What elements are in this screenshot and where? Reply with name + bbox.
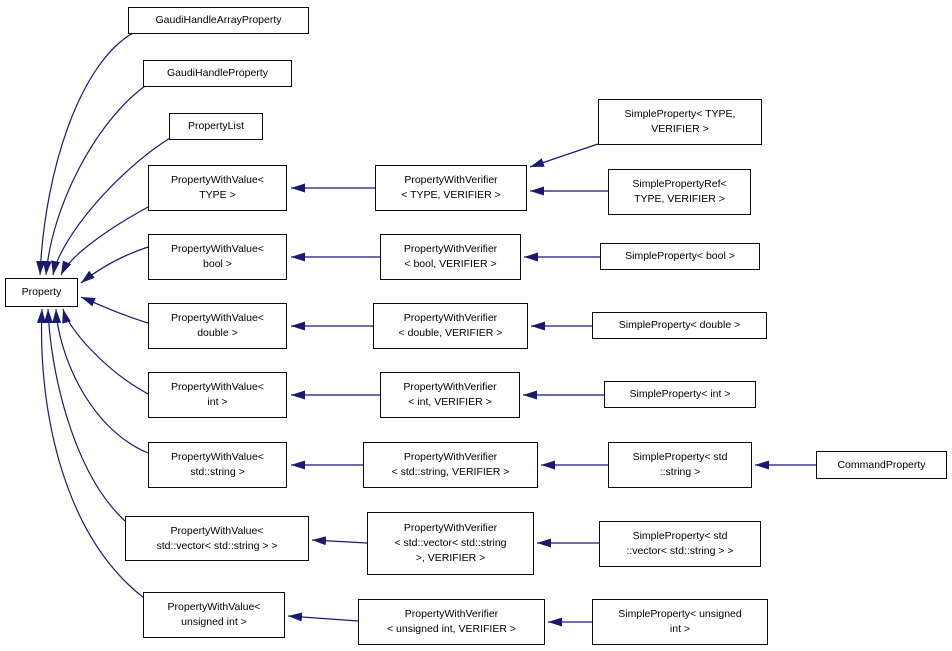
node-property-with-value-unsigned-int[interactable]: PropertyWithValue< unsigned int > (143, 592, 285, 638)
node-property-with-verifier-int[interactable]: PropertyWithVerifier < int, VERIFIER > (380, 372, 520, 418)
node-simple-property-ref-type-verifier[interactable]: SimplePropertyRef< TYPE, VERIFIER > (608, 169, 751, 215)
edge-pwvf-unsignedint-to-pwv-unsignedint (287, 612, 359, 622)
node-simple-property-double[interactable]: SimpleProperty< double > (592, 312, 767, 339)
edge-pwv-vector-to-property (43, 308, 126, 522)
edge-pwv-double-to-property (80, 296, 149, 324)
node-property-with-verifier-unsigned-int[interactable]: PropertyWithVerifier < unsigned int, VER… (358, 599, 545, 645)
node-property-with-verifier-type[interactable]: PropertyWithVerifier < TYPE, VERIFIER > (375, 165, 527, 211)
node-command-property[interactable]: CommandProperty (816, 451, 947, 479)
node-property-with-verifier-double[interactable]: PropertyWithVerifier < double, VERIFIER … (373, 303, 528, 349)
node-property-with-verifier-bool[interactable]: PropertyWithVerifier < bool, VERIFIER > (380, 234, 521, 280)
node-simple-property-type-verifier[interactable]: SimpleProperty< TYPE, VERIFIER > (598, 99, 762, 145)
node-gaudi-handle-array-property[interactable]: GaudiHandleArrayProperty (128, 7, 309, 34)
node-property-with-verifier-string[interactable]: PropertyWithVerifier < std::string, VERI… (363, 442, 538, 488)
node-property-with-value-vector-string[interactable]: PropertyWithValue< std::vector< std::str… (125, 516, 309, 561)
node-property-with-value-bool[interactable]: PropertyWithValue< bool > (148, 234, 287, 280)
node-property-list[interactable]: PropertyList (169, 113, 263, 140)
node-property[interactable]: Property (5, 278, 78, 307)
node-simple-property-unsigned-int[interactable]: SimpleProperty< unsigned int > (592, 599, 768, 645)
edge-pwv-bool-to-property (80, 246, 149, 284)
node-simple-property-int[interactable]: SimpleProperty< int > (604, 381, 756, 408)
edge-pwv-int-to-property (62, 308, 149, 395)
edge-gaudihandlearrayproperty-to-property (36, 32, 134, 276)
node-simple-property-string[interactable]: SimpleProperty< std ::string > (608, 442, 752, 488)
node-property-with-verifier-vector-string[interactable]: PropertyWithVerifier < std::vector< std:… (367, 512, 534, 575)
edge-pwv-type-to-property (60, 206, 149, 276)
node-simple-property-bool[interactable]: SimpleProperty< bool > (600, 243, 760, 270)
node-property-with-value-int[interactable]: PropertyWithValue< int > (148, 372, 287, 418)
node-simple-property-vector-string[interactable]: SimpleProperty< std ::vector< std::strin… (599, 521, 761, 567)
edge-gaudihandleproperty-to-property (42, 85, 146, 276)
edge-sp-type-to-pwvf-type (529, 143, 599, 168)
node-property-with-value-string[interactable]: PropertyWithValue< std::string > (148, 442, 287, 488)
node-property-with-value-type[interactable]: PropertyWithValue< TYPE > (148, 165, 287, 211)
node-gaudi-handle-property[interactable]: GaudiHandleProperty (143, 60, 292, 87)
edge-pwv-unsignedint-to-property (36, 308, 145, 599)
edge-propertylist-to-property (51, 137, 171, 276)
edge-pwv-string-to-property (52, 308, 149, 454)
node-property-with-value-double[interactable]: PropertyWithValue< double > (148, 303, 287, 349)
edge-pwvf-vector-to-pwv-vector (311, 536, 368, 546)
